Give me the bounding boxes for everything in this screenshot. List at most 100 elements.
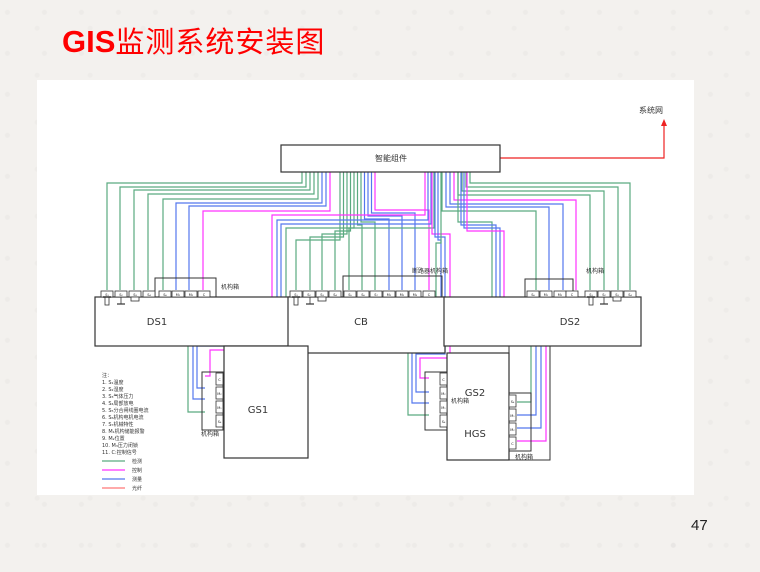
temperature-probe-icon [104,296,110,306]
legend-note: 4. S₄局部放电 [102,400,134,407]
sensor-label: S₆ [218,420,222,424]
measure-wire [449,172,564,290]
sensor-label: C [428,293,431,297]
sensor-box [439,400,448,414]
monitor-wire [133,172,311,290]
sensor-label: S₂ [307,293,311,297]
gs1-cabinet-label: 机构箱 [201,430,219,438]
sensor-label: S₆ [361,293,365,297]
sensor-label: S₃ [320,293,324,297]
sensor-box [526,290,540,298]
page-number: 47 [691,517,708,534]
sensor-box [197,290,211,298]
monitor-wire [162,172,319,290]
legend-note: 11. C:控制信号 [102,449,137,456]
sensor-box [422,290,436,298]
sensor-label: S₇ [374,293,378,297]
legend-note: 10. M₃压力闭锁 [102,442,138,449]
sensor-label: M₁ [510,414,515,418]
sensor-label: S₁ [589,293,593,297]
smart-unit-box [280,144,501,173]
sensor-label: M₁ [217,406,222,410]
sensor-box [439,372,448,386]
sensor-label: C [511,442,514,446]
measure-wire [445,172,550,290]
monitor-wire [461,172,605,290]
measure-wire [370,172,416,290]
legend: 注： 1. S₁温度 2. S₂湿度 3. S₃气体压力 4. S₄局部放电 5… [102,372,149,492]
hgs-label: HGS [464,429,486,440]
sensor-box [508,408,517,422]
cb-box [287,296,446,354]
cb-label: CB [354,317,368,328]
sensor-label: M₂ [189,293,194,297]
sensor-label: S₂ [119,293,123,297]
monitor-wire [360,172,376,290]
installation-diagram: S₁ S₂ S₃ S₄ S₆ M₁ M₂ C S₁ S₂ S₃ S₄ S₅ S₆ S₇ M₁ M₂ M₃ C S₆ M₁… [94,105,667,492]
sensor-label: S₃ [133,293,137,297]
legend-note: 6. S₆机构电机电流 [102,414,144,421]
sensor-label: M₁ [387,293,392,297]
sensor-label: M₁ [441,406,446,410]
temperature-probe-icon [588,296,594,306]
sensor-box [508,394,517,408]
sensor-box [171,290,185,298]
smart-unit-label: 智能组件 [375,153,407,163]
measure-wire [415,172,446,393]
monitor-wire [465,172,619,290]
sensor-label: S₆ [442,420,446,424]
legend-note: 1. S₁温度 [102,379,124,386]
ds2-cabinet-label: 机构箱 [586,267,604,275]
sensor-label: M₂ [510,428,515,432]
control-wire [453,172,577,290]
sensor-label: S₄ [147,293,151,297]
network-link [500,125,665,159]
sensor-label: C [571,293,574,297]
measure-wire [188,172,327,290]
sensor-label: M₂ [217,392,222,396]
sensor-box [508,436,517,450]
network-label: 系统网 [639,105,663,115]
diagram-panel: S₁ S₂ S₃ S₄ S₆ M₁ M₂ C S₁ S₂ S₃ S₄ S₅ S₆ S₇ M₁ M₂ M₃ C S₆ M₁… [37,80,694,495]
gs2-cabinet-label: 机构箱 [451,397,469,405]
legend-note: 9. M₂位置 [102,435,125,442]
sensor-box [142,290,156,298]
sensor-label: S₆ [511,400,515,404]
hgs-cabinet-frame [508,392,532,452]
sensor-box [395,290,409,298]
sensor-label: S₃ [615,293,619,297]
sensor-label: C [218,378,221,382]
sensor-box [328,290,342,298]
hgs-cabinet-label: 机构箱 [515,453,533,461]
legend-line-label: 控制 [132,467,142,474]
temperature-probe-icon [293,296,299,306]
cb-cabinet-label: 断路器机构箱 [412,267,448,275]
legend-line-label: 测量 [132,476,142,483]
sensor-box [302,290,316,298]
sensor-label: S₅ [348,293,352,297]
ds2-box [443,296,642,347]
sensor-box [215,372,224,386]
gs1-box [223,345,309,459]
monitor-wire [441,172,537,290]
sensor-box [439,414,448,428]
ds2-label: DS2 [560,317,580,328]
legend-line-label: 光纤 [132,485,142,492]
monitor-wire [309,172,345,290]
pressure-probe-icon [130,296,140,302]
sensor-label: C [442,378,445,382]
sensor-label: M₃ [413,293,418,297]
sensor-label: S₁ [294,293,298,297]
monitor-wire [119,172,307,290]
slide-title-cjk: 监测系统安装图 [115,25,326,59]
legend-note: 8. M₁机构储能报警 [102,428,145,435]
sensor-box [158,290,172,298]
sensor-label: S₄ [628,293,632,297]
legend-note: 2. S₂湿度 [102,386,124,393]
sensor-label: M₂ [441,392,446,396]
sensor-box [565,290,579,298]
slide-title-latin: GIS [62,24,116,59]
sensor-box [356,290,370,298]
slide-title: GIS监测系统安装图 [62,22,325,63]
control-wire [374,172,430,290]
